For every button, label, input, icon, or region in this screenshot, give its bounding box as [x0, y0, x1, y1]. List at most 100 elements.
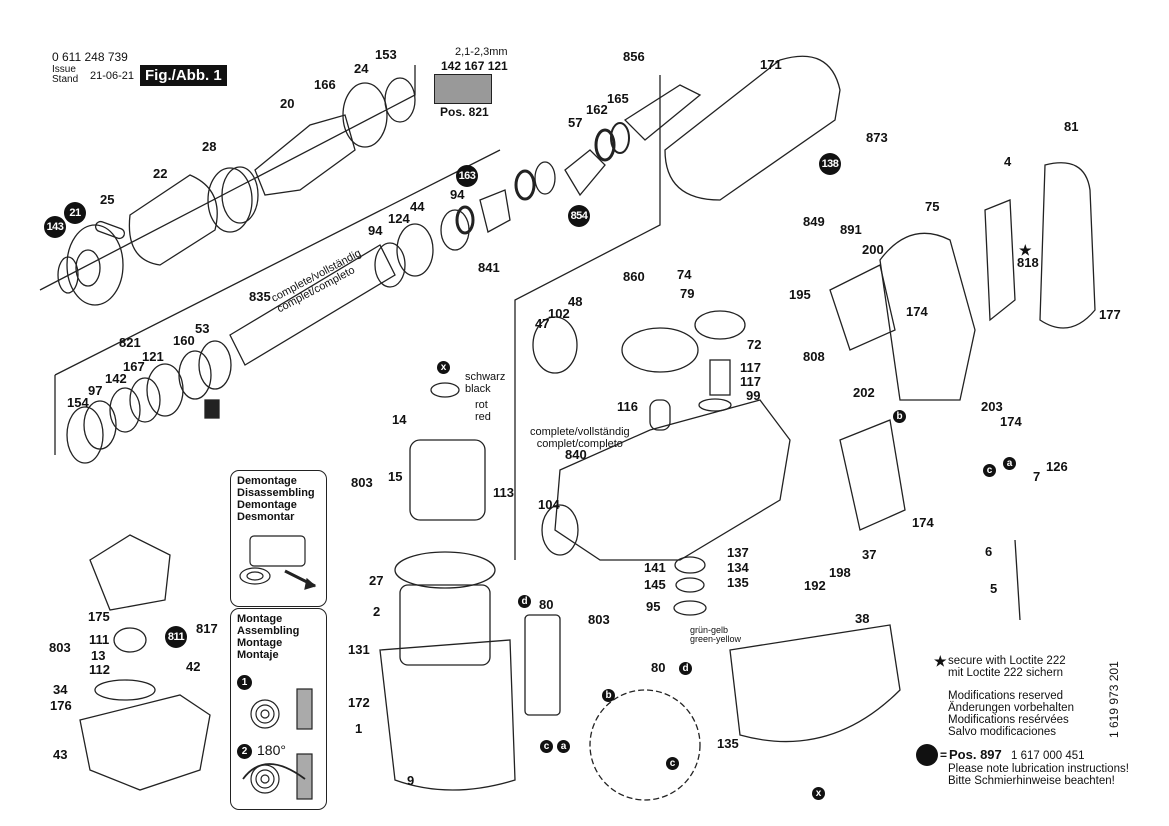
line: Montaje	[237, 649, 279, 662]
part-111-bearing-cap	[113, 627, 147, 653]
part-42-brush-plate	[89, 534, 171, 611]
assembly-instructions: Montage Assembling Montage Montaje 1 2 1…	[230, 608, 327, 810]
label-849: 849	[803, 214, 825, 229]
detail-circle	[589, 689, 701, 801]
mod-line: Änderungen vorbehalten	[948, 702, 1074, 715]
part-roller	[204, 399, 220, 419]
label-97: 97	[88, 383, 103, 398]
lube-line-2: Bitte Schmierhinweise beachten!	[948, 775, 1115, 788]
part-24-bearing	[342, 82, 388, 148]
label-15: 15	[388, 469, 403, 484]
schwarz-text: schwarz	[465, 371, 506, 383]
label-137: 137	[727, 545, 749, 560]
label-99: 99	[746, 388, 761, 403]
red-text: red	[475, 410, 491, 423]
label-203: 203	[981, 399, 1003, 414]
step-1-marker: 1	[237, 675, 252, 690]
label-841: 841	[478, 260, 500, 275]
rotation-degree: 180°	[257, 742, 286, 758]
assembly-text: Montage Assembling Montage Montaje	[231, 609, 326, 661]
label-154: 154	[67, 395, 89, 410]
label-38: 38	[855, 611, 870, 626]
label-172: 172	[348, 695, 370, 710]
bearing-color-red: rot red	[475, 399, 491, 423]
marker-c-cable: c	[983, 464, 996, 477]
marker-b-handle: b	[893, 410, 906, 423]
part-72-gear	[694, 310, 746, 340]
label-135-b: 135	[717, 736, 739, 751]
part-37-switch-housing	[839, 419, 906, 531]
part-94-ring-b	[440, 209, 470, 251]
part-124-spring	[396, 223, 434, 277]
label-14: 14	[392, 412, 407, 427]
lube-line-1: Please note lubrication instructions!	[948, 763, 1129, 775]
line: Montage	[237, 637, 283, 650]
part-854-oring	[514, 169, 536, 201]
label-174-c: 174	[912, 515, 934, 530]
label-22: 22	[153, 166, 168, 181]
part-160-seal	[178, 350, 212, 400]
part-97-washer	[83, 400, 117, 450]
badge-854-lubricate: 854	[568, 205, 590, 227]
part-94-ring-a	[374, 242, 406, 288]
mod-line: Modifications reserved	[948, 690, 1064, 702]
label-94-b: 94	[368, 223, 383, 238]
part-21-bore	[75, 249, 101, 287]
part-75-handle-housing	[879, 232, 976, 401]
label-856: 856	[623, 49, 645, 64]
marker-d-module: d	[518, 595, 531, 608]
part-47-coupling	[532, 316, 578, 374]
label-176: 176	[50, 698, 72, 713]
label-121: 121	[142, 349, 164, 364]
label-145: 145	[644, 577, 666, 592]
inset-dimension: 2,1-2,3mm	[455, 46, 508, 58]
part-22-housing	[128, 174, 218, 266]
label-891: 891	[840, 222, 862, 237]
part-95-oring	[673, 600, 707, 616]
part-154-ring	[66, 406, 104, 464]
label-195: 195	[789, 287, 811, 302]
line: Assembling	[237, 625, 300, 638]
label-24: 24	[354, 61, 369, 76]
part-27-baffle	[394, 551, 496, 589]
label-142: 142	[105, 371, 127, 386]
label-25: 25	[100, 192, 115, 207]
label-80-b: 80	[651, 660, 666, 675]
label-112: 112	[89, 662, 110, 677]
loctite-line-1: secure with Loctite 222	[948, 655, 1066, 667]
label-102: 102	[548, 306, 570, 321]
label-165: 165	[607, 91, 629, 106]
label-34: 34	[53, 682, 68, 697]
part-841-striker	[479, 189, 511, 233]
badge-811-lubricate: 811	[165, 626, 187, 648]
label-48: 48	[568, 294, 583, 309]
label-135-a: 135	[727, 575, 749, 590]
label-803-a: 803	[588, 612, 610, 627]
part-116-sleeve	[649, 399, 671, 431]
label-44: 44	[410, 199, 425, 214]
label-111: 111	[89, 632, 110, 647]
marker-c-detail: c	[666, 757, 679, 770]
label-126: 126	[1046, 459, 1068, 474]
label-74: 74	[677, 267, 692, 282]
label-117-b: 117	[740, 374, 761, 389]
wire-color-note: grün-gelb green-yellow	[690, 625, 741, 645]
lubrication-pos: Pos. 897	[949, 747, 1002, 762]
label-117-a: 117	[740, 360, 761, 375]
label-7: 7	[1033, 469, 1041, 484]
bearing-color-black: schwarz black	[465, 371, 506, 395]
label-175: 175	[88, 609, 110, 624]
part-835-guide-tube	[229, 244, 396, 366]
part-57-piston	[564, 149, 606, 197]
part-20-tool-holder	[254, 114, 356, 196]
label-47: 47	[535, 316, 550, 331]
label-42: 42	[186, 659, 201, 674]
label-835: 835	[249, 289, 271, 304]
part-162-oring	[594, 128, 616, 162]
lubrication-note: Please note lubrication instructions! Bi…	[948, 763, 1129, 787]
part-21-sleeve	[66, 224, 124, 306]
label-28: 28	[202, 139, 217, 154]
label-81: 81	[1064, 119, 1079, 134]
equals-sign: =	[940, 748, 948, 762]
label-79: 79	[680, 286, 695, 301]
